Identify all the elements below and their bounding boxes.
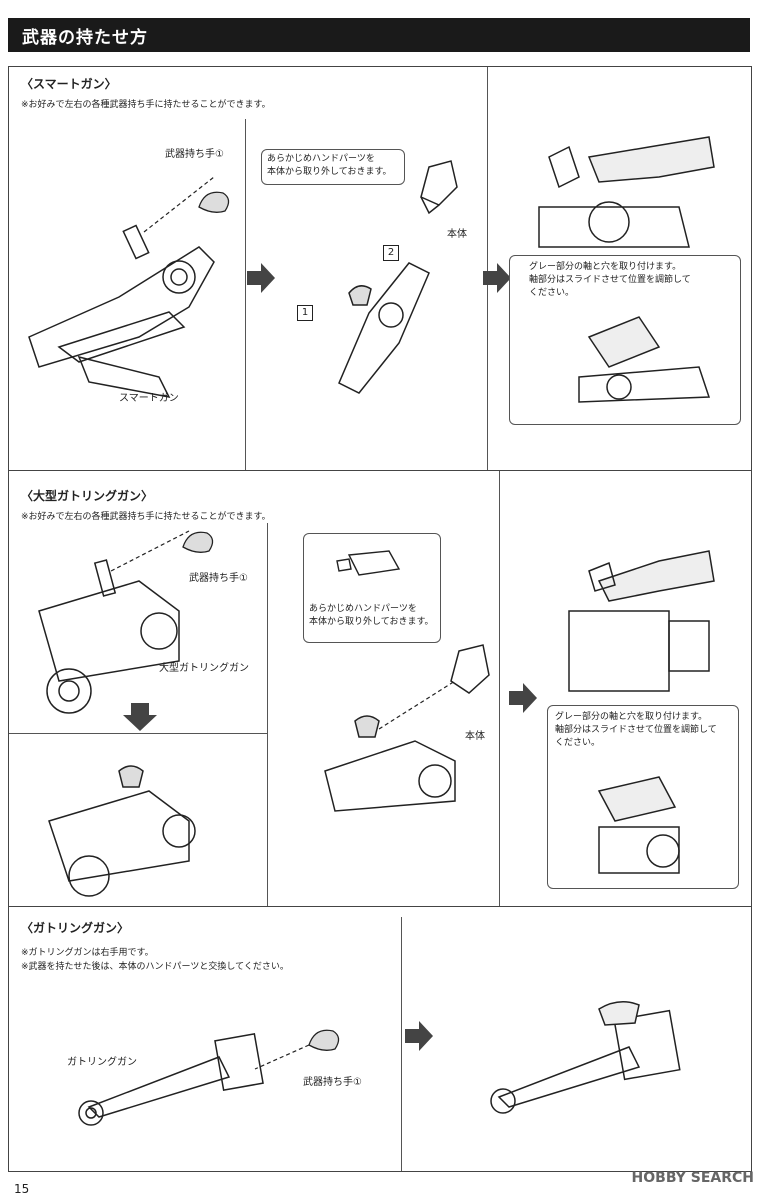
step-badge-2: 2 (383, 245, 399, 261)
label-smart-gun: スマートガン (119, 393, 179, 404)
weapon-hand-part (182, 531, 214, 553)
callout-remove-hand (261, 149, 405, 185)
callout-text: グレー部分の軸と穴を取り付けます。 軸部分はスライドさせて位置を調節して くださ… (529, 262, 691, 298)
next-step-arrow-icon (247, 263, 275, 293)
weapon-hand-part (254, 1029, 340, 1070)
body-hand-illustration (450, 644, 490, 694)
page-number: 15 (14, 1182, 30, 1196)
smart-gun-grip-illustration (338, 262, 430, 394)
large-gatling-gun-grip-illustration (324, 680, 456, 812)
next-step-arrow-icon (509, 683, 537, 713)
callout-remove-hand (303, 533, 441, 643)
weapon-hand-part (198, 191, 230, 213)
detail-hand-illustration (578, 316, 711, 403)
divider (499, 471, 500, 907)
section-smart-gun: 〈スマートガン〉 ※お好みで左右の各種武器持ち手に持たせることができます。 武器… (8, 66, 752, 472)
section-note: ※お好みで左右の各種武器持ち手に持たせることができます。 (21, 512, 271, 522)
watermark: HOBBY SEARCH (631, 1170, 754, 1186)
section-note: ※お好みで左右の各種武器持ち手に持たせることができます。 (21, 100, 271, 110)
large-gatling-gun-illustration (38, 530, 190, 714)
callout-text: あらかじめハンドパーツを 本体から取り外しておきます。 (309, 604, 434, 627)
callout-text: グレー部分の軸と穴を取り付けます。 軸部分はスライドさせて位置を調節して くださ… (555, 712, 717, 748)
section-large-gatling-gun: 〈大型ガトリングガン〉 ※お好みで左右の各種武器持ち手に持たせることができます。… (8, 470, 752, 908)
section-gatling-gun: 〈ガトリングガン〉 ※ガトリングガンは右手用です。 ※武器を持たせた後は、本体の… (8, 906, 752, 1172)
label-gatling-gun: ガトリングガン (67, 1057, 137, 1068)
large-gatling-gun-attached-illustration (48, 765, 196, 897)
attached-hand-illustration (538, 136, 715, 248)
hand-removal-illustration (336, 550, 401, 576)
label-body: 本体 (447, 229, 467, 240)
divider (401, 917, 402, 1171)
detail-hand-illustration (597, 776, 680, 874)
section-note: ※武器を持たせた後は、本体のハンドパーツと交換してください。 (21, 962, 289, 972)
label-weapon-hand: 武器持ち手① (165, 149, 224, 160)
gatling-gun-attached-illustration (490, 1001, 681, 1114)
callout-text: あらかじめハンドパーツを 本体から取り外しておきます。 (267, 154, 392, 177)
divider (267, 523, 268, 907)
page-header: 武器の持たせ方 (8, 18, 750, 52)
body-hand-illustration (420, 160, 458, 215)
divider (245, 119, 246, 471)
down-arrow-icon (123, 703, 157, 731)
label-body: 本体 (465, 731, 485, 742)
label-large-gatling-gun: 大型ガトリングガン (159, 663, 249, 674)
section-title: 〈スマートガン〉 (21, 77, 117, 91)
section-title: 〈大型ガトリングガン〉 (21, 489, 154, 503)
label-weapon-hand: 武器持ち手① (189, 573, 248, 584)
section-note: ※ガトリングガンは右手用です。 (21, 948, 154, 958)
gatling-gun-illustration (78, 1033, 264, 1126)
next-step-arrow-icon (405, 1021, 433, 1051)
attached-hand-illustration (568, 550, 715, 692)
step-badge-1: 1 (297, 305, 313, 321)
label-weapon-hand: 武器持ち手① (303, 1077, 362, 1088)
smart-gun-illustration (28, 176, 215, 399)
page-title: 武器の持たせ方 (22, 28, 148, 48)
divider (487, 67, 488, 471)
divider (9, 733, 267, 734)
next-step-arrow-icon (483, 263, 511, 293)
section-title: 〈ガトリングガン〉 (21, 921, 130, 935)
